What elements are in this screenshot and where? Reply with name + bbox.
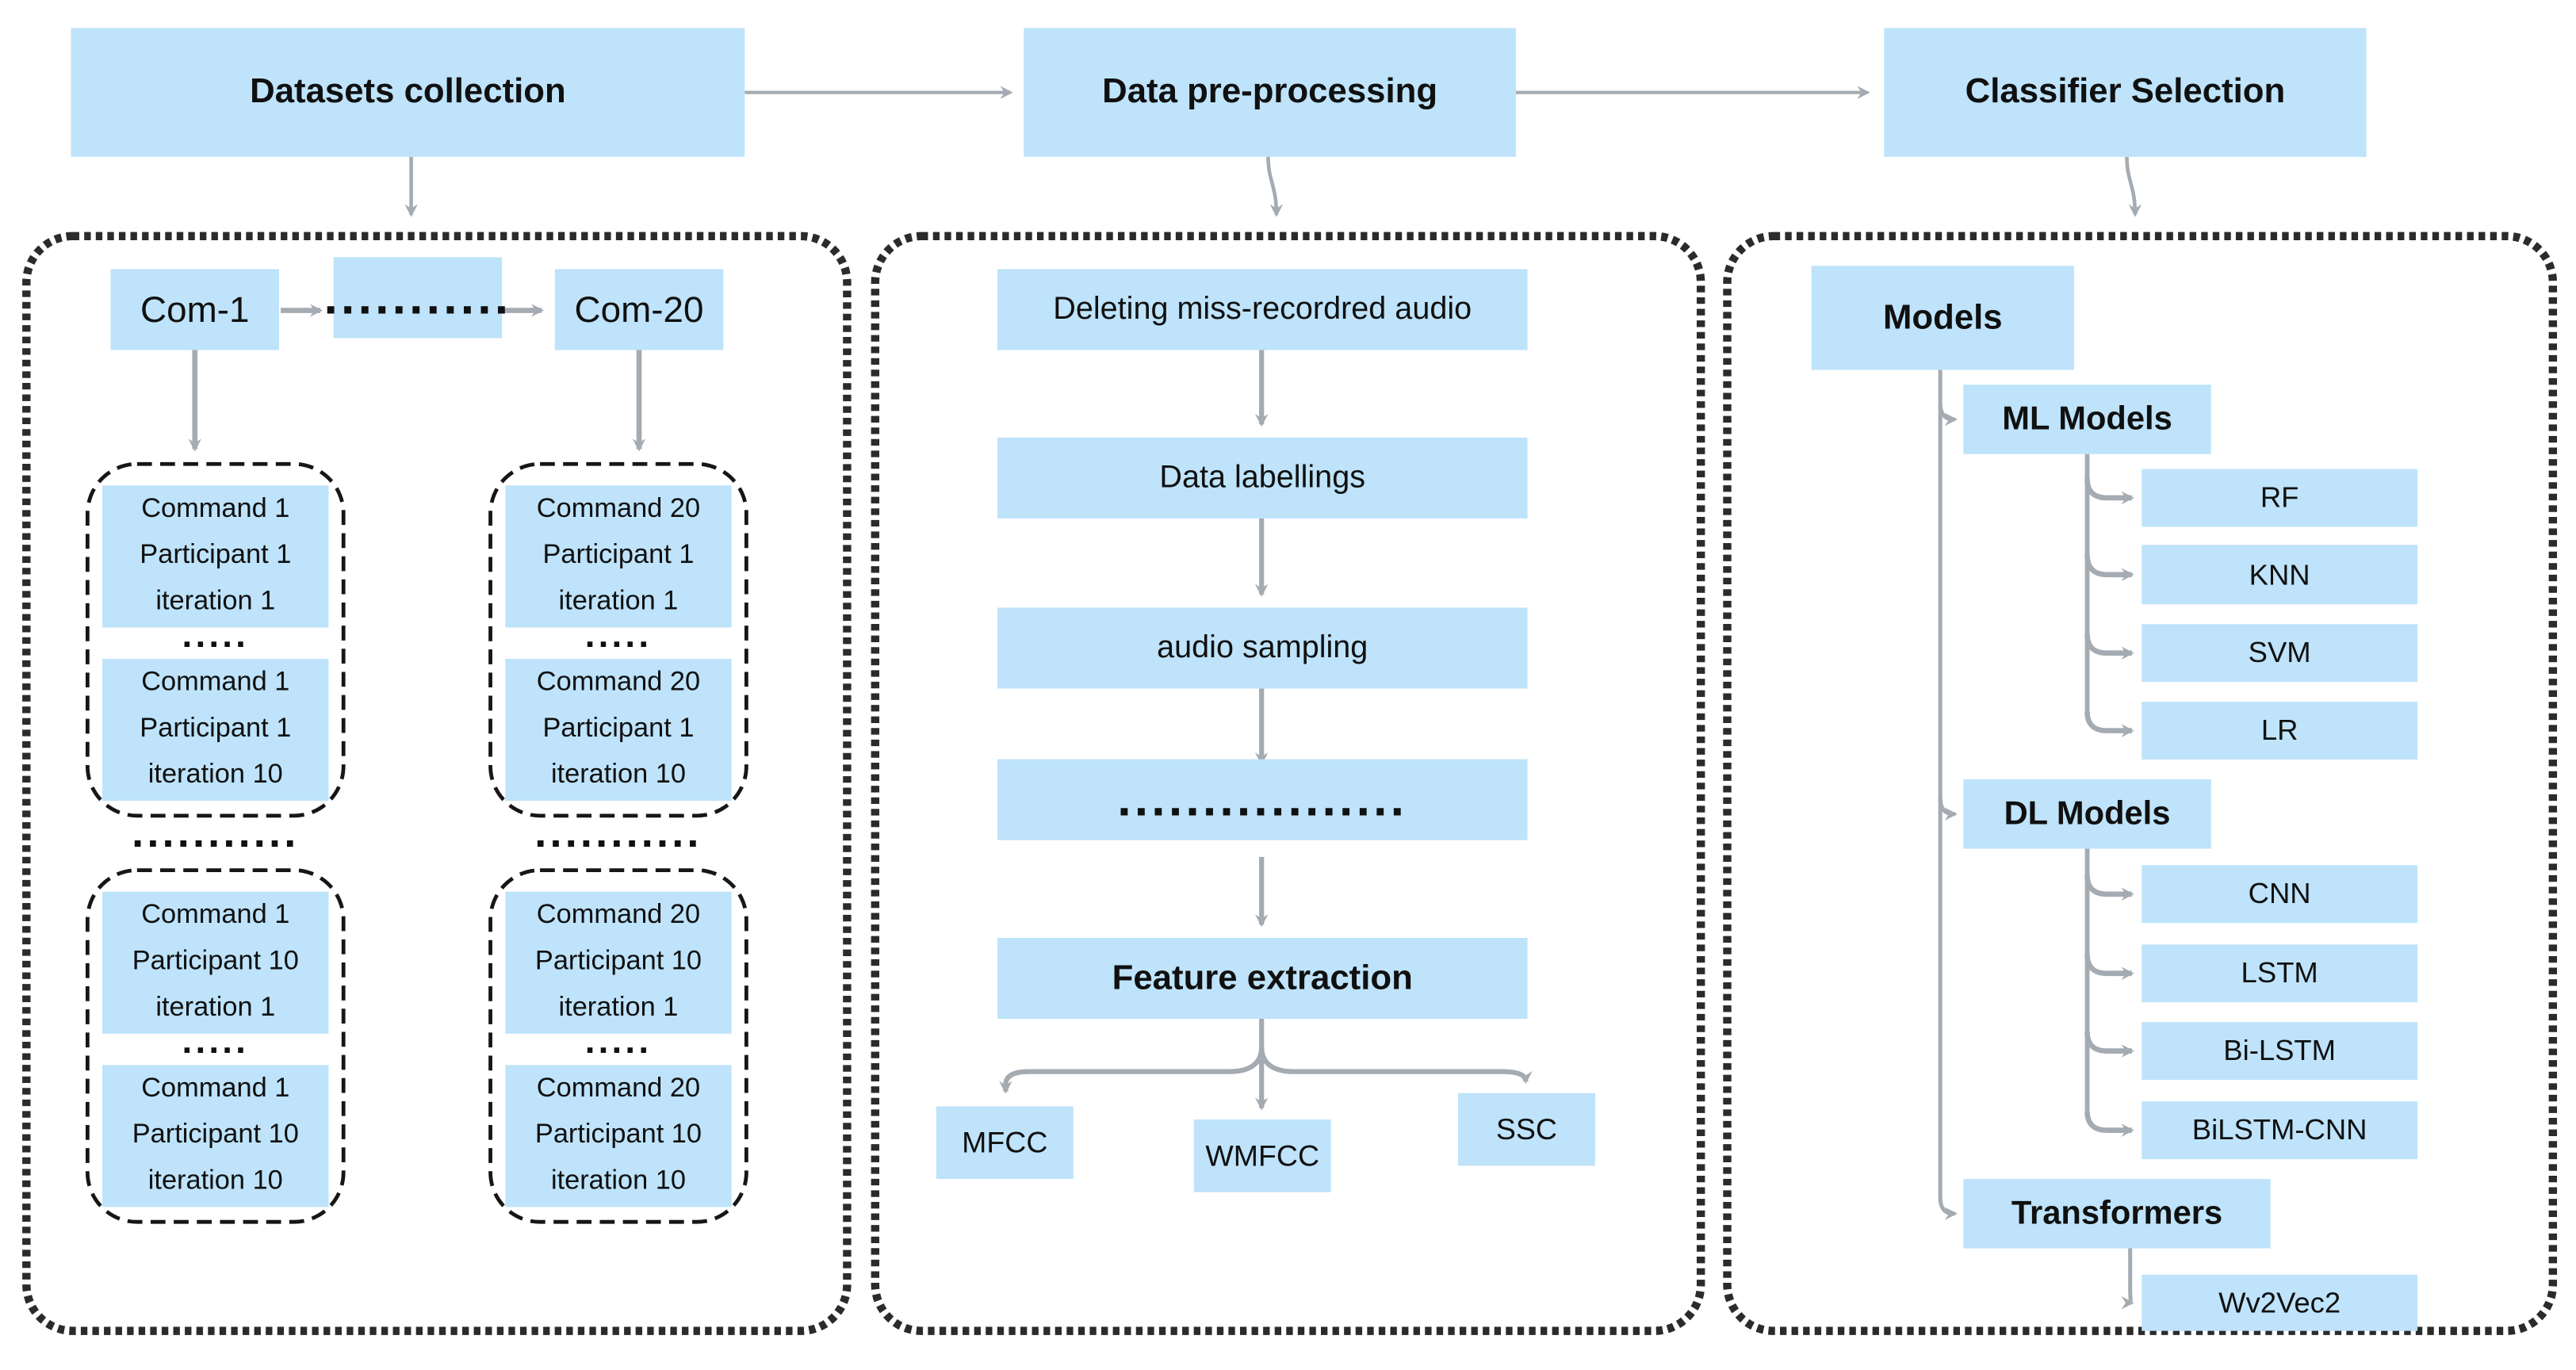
node-cmd1-p10-iter1: Command 1 Participant 10 iteration 1 (102, 891, 329, 1034)
ellipsis-group1: ..... (182, 613, 250, 655)
node-audio-sampling: audio sampling (997, 607, 1528, 689)
group-border-cmd1-p1 (85, 461, 346, 818)
node-rf: RF (2142, 469, 2418, 527)
cmd-line: Command 1 (141, 900, 290, 931)
panel-borders (22, 232, 2558, 1335)
arrow-preprocessing-to-panel (1266, 156, 1284, 217)
node-cmd20-p1-iter1: Command 20 Participant 1 iteration 1 (505, 485, 732, 628)
cmd-line: iteration 10 (550, 759, 686, 790)
node-com-1: Com-1 (110, 269, 279, 350)
node-lstm: LSTM (2142, 944, 2418, 1003)
cmd-line: iteration 1 (155, 586, 276, 616)
cmd-line: iteration 1 (155, 992, 276, 1022)
cmd-line: Command 20 (536, 1073, 701, 1104)
cmd-line: Command 20 (536, 900, 701, 931)
cmd-line: iteration 10 (147, 759, 283, 790)
arrow-to-svm (2084, 633, 2134, 660)
node-models: Models (1811, 266, 2074, 370)
preprocessing-panel-border (871, 232, 1705, 1335)
models-trunk-and-arrow-transformers (1938, 369, 1958, 1221)
arrow-to-wv2vec2 (2121, 1248, 2134, 1310)
cmd-line: Command 1 (141, 668, 290, 698)
node-dl-models: DL Models (1963, 779, 2211, 849)
arrow-to-ml-models (1938, 403, 1958, 427)
node-svm: SVM (2142, 624, 2418, 683)
group-border-cmd1-p10 (85, 868, 346, 1224)
node-ssc: SSC (1458, 1093, 1595, 1166)
cmd-line: iteration 1 (558, 992, 679, 1022)
ellipsis-group2: ..... (584, 613, 653, 655)
stage-classifier-selection: Classifier Selection (1884, 28, 2367, 157)
arrow-to-dl-models (1938, 797, 1958, 821)
arrow-classifier-to-panel (2125, 156, 2142, 217)
node-wmfcc: WMFCC (1193, 1119, 1331, 1192)
node-cmd1-p1-iter10: Command 1 Participant 1 iteration 10 (102, 658, 329, 802)
cmd-line: Participant 1 (140, 540, 292, 570)
node-cmd20-p1-iter10: Command 20 Participant 1 iteration 10 (505, 658, 732, 802)
node-cnn: CNN (2142, 865, 2418, 924)
ellipsis-column-right: ........... (534, 806, 702, 856)
node-transformers: Transformers (1963, 1179, 2271, 1249)
node-mfcc: MFCC (936, 1106, 1074, 1180)
node-knn: KNN (2142, 545, 2418, 605)
group-borders (85, 461, 748, 1224)
arrow-to-mfcc (999, 1047, 1265, 1094)
cmd-line: Participant 1 (140, 714, 292, 744)
group-border-cmd20-p1 (488, 461, 748, 818)
ellipsis-group3: ..... (182, 1019, 250, 1061)
ellipsis-group4: ..... (584, 1019, 653, 1061)
node-com-20: Com-20 (554, 269, 724, 350)
node-cmd20-p10-iter10: Command 20 Participant 10 iteration 10 (505, 1065, 732, 1207)
cmd-line: Participant 1 (542, 714, 695, 744)
cmd-line: Command 20 (536, 668, 701, 698)
cmd-line: Command 1 (141, 494, 290, 525)
group-border-cmd20-p10 (488, 868, 748, 1224)
node-bilstm-cnn: BiLSTM-CNN (2142, 1101, 2418, 1160)
cmd-line: Participant 10 (534, 946, 702, 977)
node-com-ellipsis: ........... (324, 257, 508, 339)
cmd-line: Participant 10 (132, 946, 299, 977)
arrow-to-knn (2084, 554, 2134, 582)
node-wv2vec2: Wv2Vec2 (2142, 1274, 2418, 1331)
cmd-line: iteration 1 (558, 586, 679, 616)
node-cmd20-p10-iter1: Command 20 Participant 10 iteration 1 (505, 891, 732, 1034)
cmd-line: iteration 10 (147, 1165, 283, 1196)
arrow-to-rf (2084, 478, 2134, 505)
datasets-panel-border (22, 232, 852, 1335)
node-data-labellings: Data labellings (997, 437, 1528, 519)
arrow-to-ssc (1259, 1047, 1533, 1085)
arrow-to-bilstm (2084, 1031, 2134, 1058)
connectors (188, 86, 2142, 1310)
arrow-to-lr (2084, 711, 2134, 737)
ellipsis-column-left: ........... (132, 806, 300, 856)
arrow-to-bilstmcnn (2084, 1111, 2134, 1137)
node-cmd1-p10-iter10: Command 1 Participant 10 iteration 10 (102, 1065, 329, 1207)
node-cmd1-p1-iter1: Command 1 Participant 1 iteration 1 (102, 485, 329, 628)
cmd-line: Participant 10 (534, 1119, 702, 1150)
stage-data-pre-processing: Data pre-processing (1024, 28, 1516, 157)
cmd-line: Command 1 (141, 1073, 290, 1104)
cmd-line: Participant 10 (132, 1119, 299, 1150)
classifier-panel-border (1723, 232, 2558, 1335)
node-steps-ellipsis: ................. (997, 759, 1528, 840)
arrow-to-lstm (2084, 954, 2134, 980)
node-lr: LR (2142, 702, 2418, 760)
arrow-to-cnn (2084, 874, 2134, 901)
node-bi-lstm: Bi-LSTM (2142, 1022, 2418, 1081)
node-ml-models: ML Models (1963, 385, 2211, 454)
cmd-line: Participant 1 (542, 540, 695, 570)
cmd-line: iteration 10 (550, 1165, 686, 1196)
stage-datasets-collection: Datasets collection (71, 28, 745, 157)
node-feature-extraction: Feature extraction (997, 937, 1528, 1020)
cmd-line: Command 20 (536, 494, 701, 525)
node-deleting-miss-recorded-audio: Deleting miss-recordred audio (997, 269, 1528, 350)
